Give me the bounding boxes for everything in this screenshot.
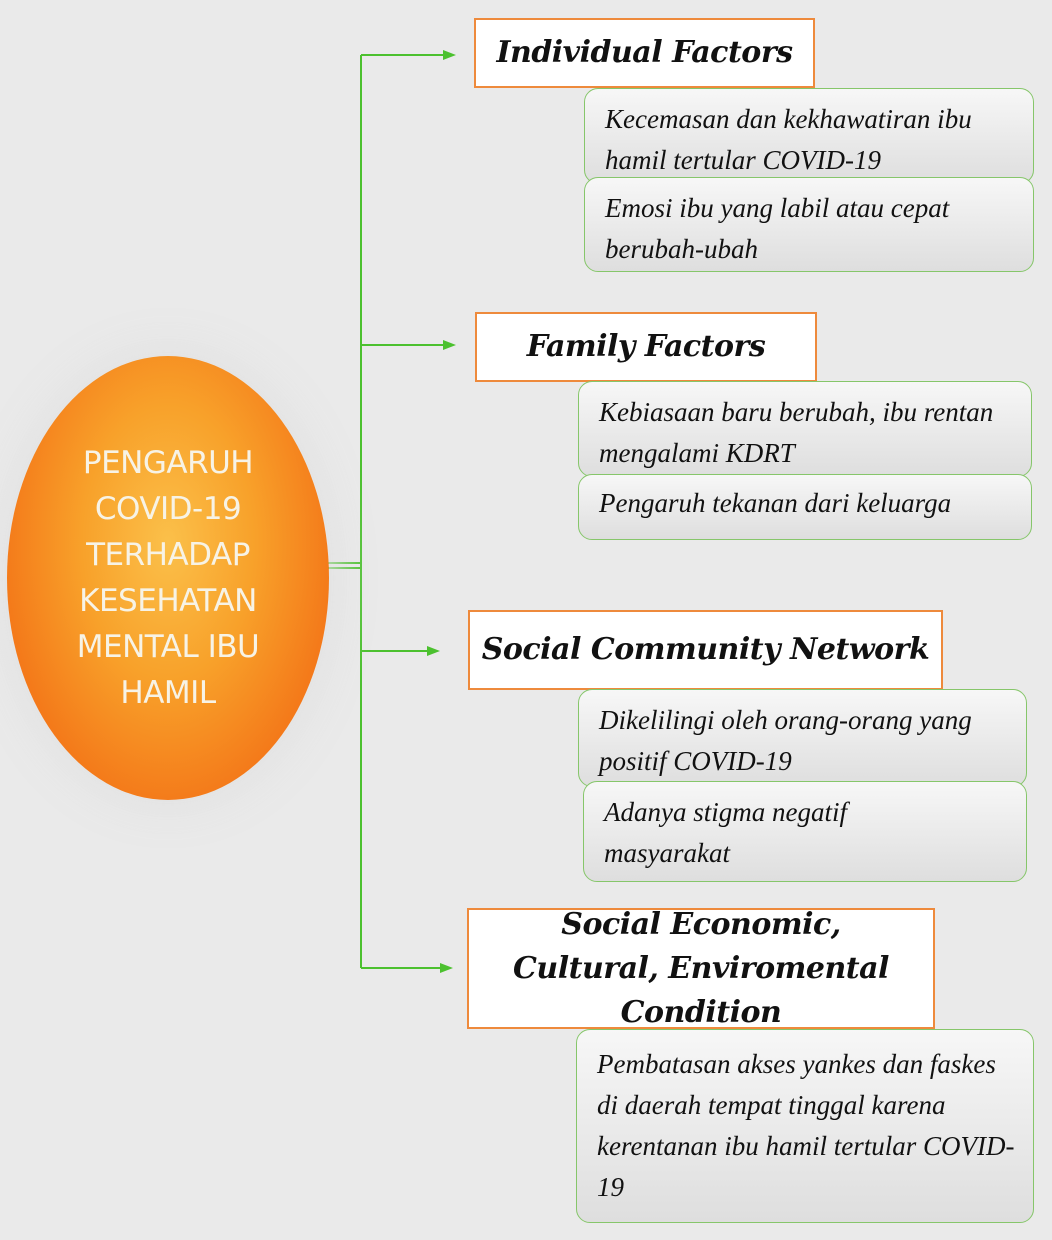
factor-item-text: Pengaruh tekanan dari keluarga: [599, 488, 952, 518]
factor-item-text: Adanya stigma negatif masyarakat: [604, 797, 847, 868]
factor-item-text: Emosi ibu yang labil atau cepat berubah-…: [605, 193, 950, 264]
factor-label: Social Community Network: [481, 632, 930, 667]
factor-box-family: Family Factors: [475, 312, 817, 382]
factor-item: Emosi ibu yang labil atau cepat berubah-…: [584, 177, 1034, 272]
factor-label: Family Factors: [526, 329, 766, 364]
factor-item: Adanya stigma negatif masyarakat: [583, 781, 1027, 882]
factor-box-social-economic: Social Economic, Cultural, Enviromental …: [467, 907, 935, 1030]
factor-item: Kecemasan dan kekhawatiran ibu hamil ter…: [584, 88, 1034, 184]
factor-item-text: Dikelilingi oleh orang-orang yang positi…: [599, 705, 972, 776]
central-topic-title: PENGARUH COVID-19 TERHADAP KESEHATAN MEN…: [53, 440, 283, 716]
arrowhead-icon: [443, 340, 456, 350]
factor-label: Individual Factors: [496, 35, 793, 70]
central-title-line: PENGARUH: [82, 445, 254, 481]
factor-item-text: Kebiasaan baru berubah, ibu rentan menga…: [599, 397, 994, 468]
factor-item: Pengaruh tekanan dari keluarga: [578, 474, 1032, 540]
arrowhead-icon: [440, 963, 453, 973]
factor-item: Kebiasaan baru berubah, ibu rentan menga…: [578, 381, 1032, 477]
factor-item-text: Kecemasan dan kekhawatiran ibu hamil ter…: [605, 104, 972, 175]
central-title-line: MENTAL IBU: [76, 629, 260, 665]
central-title-line: HAMIL: [120, 675, 216, 711]
factor-item: Pembatasan akses yankes dan faskes di da…: [576, 1029, 1034, 1223]
factor-box-individual: Individual Factors: [474, 18, 815, 88]
factor-item-text: Pembatasan akses yankes dan faskes di da…: [597, 1049, 1015, 1202]
central-title-line: KESEHATAN: [79, 583, 257, 619]
factor-box-social-community: Social Community Network: [468, 610, 943, 690]
central-title-line: TERHADAP: [86, 537, 250, 573]
arrowhead-icon: [443, 50, 456, 60]
central-title-line: COVID-19: [94, 491, 242, 527]
factor-item: Dikelilingi oleh orang-orang yang positi…: [578, 689, 1027, 787]
arrowhead-icon: [427, 646, 440, 656]
factor-label: Social Economic, Cultural, Enviromental …: [513, 906, 889, 1030]
central-topic-ellipse: PENGARUH COVID-19 TERHADAP KESEHATAN MEN…: [7, 356, 329, 800]
